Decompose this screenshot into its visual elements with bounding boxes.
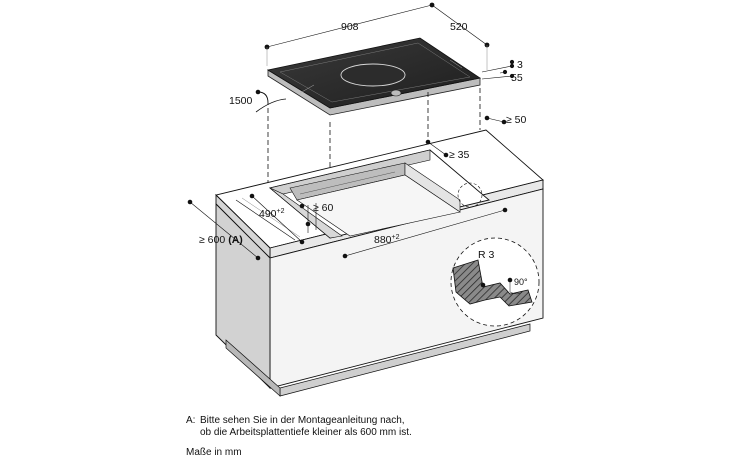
cutout-inner-left: [269, 187, 343, 239]
control-knob: [390, 89, 402, 97]
dim-1500-label: 1500: [229, 95, 253, 107]
dim-600-reference: (A): [228, 234, 243, 246]
dimension-520: [431, 4, 490, 70]
units-note: Maße in mm: [186, 447, 242, 458]
inner-rail-2: [241, 197, 301, 238]
dimension-490: [249, 193, 305, 245]
detail-view: [450, 237, 540, 327]
inner-duct-line: [299, 171, 396, 195]
cable-dot: [255, 89, 261, 95]
cabinet: [215, 129, 544, 397]
detail-angle-arc: [509, 291, 523, 295]
cooking-zone: [340, 63, 406, 87]
dim-600-label: ≥ 600(A): [199, 234, 243, 246]
dim-880-tolerance: +2: [392, 234, 400, 241]
detail-radius-dot: [480, 282, 486, 288]
dimension-3-55: [481, 59, 515, 80]
dim-880-label: 880+2: [374, 234, 400, 246]
note-a-row-1: A: Bitte sehen Sie in der Montageanleitu…: [186, 415, 412, 427]
dim-520-label: 520: [450, 21, 468, 33]
dim-880-value: 880: [374, 234, 392, 246]
dim-490-value: 490: [259, 208, 277, 220]
dim-50-label: ≥ 50: [506, 114, 527, 126]
inner-rail-1: [235, 199, 296, 241]
note-a-indent: [186, 427, 200, 439]
dim-55-label: 55: [511, 72, 523, 84]
dim-35-label: ≥ 35: [449, 149, 470, 161]
cabinet-plinth-side: [225, 339, 281, 397]
dim-490-label: 490+2: [259, 208, 285, 220]
dim-490-tolerance: +2: [277, 208, 285, 215]
cooktop: [266, 37, 482, 116]
detail-radius-label: R 3: [478, 249, 495, 261]
detail-angle-label: 90°: [514, 277, 528, 287]
cooktop-side-ticks-2: [449, 59, 463, 69]
detail-marker-circle: [457, 182, 483, 208]
note-a-line-1: Bitte sehen Sie in der Montageanleitung …: [200, 415, 405, 426]
dimension-35: [425, 139, 449, 158]
cooktop-inner-frame: [279, 42, 471, 103]
inner-duct-front: [296, 174, 461, 237]
note-a-row-2: ob die Arbeitsplattentiefe kleiner als 6…: [186, 427, 412, 439]
note-a-key: A:: [186, 415, 196, 426]
dimension-60: [299, 203, 311, 227]
dim-600-value: ≥ 600: [199, 234, 225, 246]
cabinet-side: [215, 202, 271, 390]
dim-3-label: 3: [517, 59, 523, 71]
dimension-600: [187, 199, 261, 261]
dimension-880: [342, 207, 508, 259]
cable-curve: [255, 98, 287, 113]
note-a-line-2: ob die Arbeitsplattentiefe kleiner als 6…: [200, 427, 412, 438]
dimension-50: [484, 115, 507, 125]
cable-line: [257, 91, 269, 105]
dim-60-label: ≥ 60: [313, 202, 334, 214]
cooktop-side-ticks: [299, 84, 315, 94]
dim-908-label: 908: [341, 21, 359, 33]
note-a: A: Bitte sehen Sie in der Montageanleitu…: [186, 415, 412, 439]
